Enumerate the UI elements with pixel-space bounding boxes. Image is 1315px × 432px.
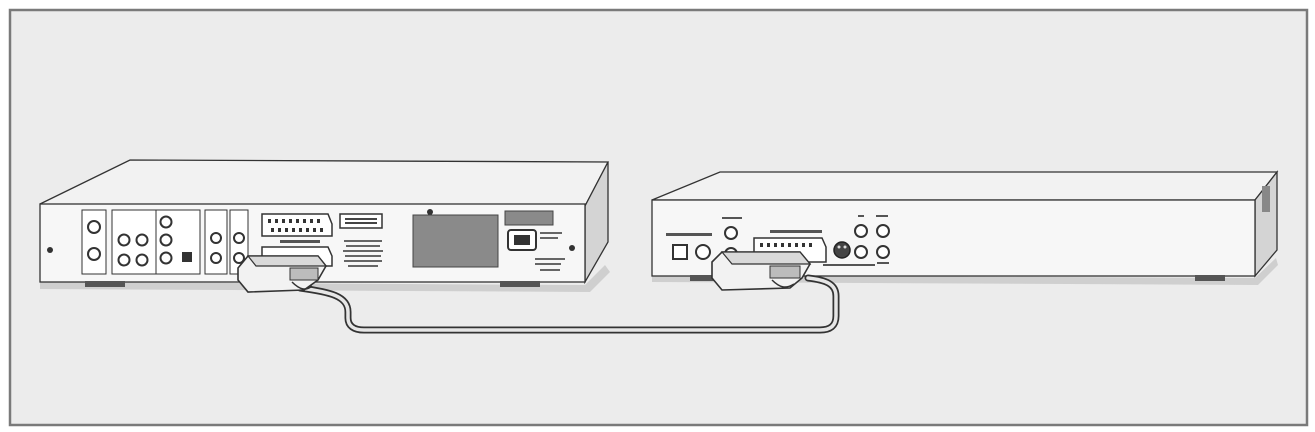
screw-icon	[427, 209, 433, 215]
antenna-module	[81, 209, 107, 275]
label-text-lines	[535, 232, 565, 271]
scart-cable	[237, 251, 840, 334]
label-text-lines	[823, 264, 875, 266]
label-box	[339, 213, 383, 229]
left-device-top	[39, 159, 610, 207]
label-text-lines	[666, 233, 712, 236]
digital-audio-out-jack	[182, 252, 192, 262]
label-text-lines	[343, 240, 383, 267]
label-bar	[770, 230, 822, 233]
s-video-jack	[833, 241, 851, 259]
power-socket-inner	[514, 235, 530, 245]
left-device-foot	[500, 281, 540, 287]
rating-label	[504, 210, 554, 226]
optical-out-jack	[672, 244, 688, 260]
rca-jack-group	[854, 224, 890, 259]
right-device-foot	[1195, 275, 1225, 281]
label-bar	[280, 240, 320, 243]
screw-icon	[569, 245, 575, 251]
label-bar	[345, 218, 377, 220]
label-text-lines	[722, 217, 742, 219]
s-video-pin	[837, 245, 841, 249]
vent-panel	[412, 214, 499, 268]
side-vent	[1262, 186, 1270, 212]
left-device	[39, 159, 610, 292]
left-device-foot	[85, 281, 125, 287]
scart-pins	[760, 243, 812, 247]
scart-socket-upper	[261, 213, 333, 237]
right-device-foot	[690, 275, 728, 281]
cable-fill	[298, 276, 838, 332]
right-device-top	[651, 171, 1279, 201]
rca-jack-group	[117, 215, 173, 267]
antenna-in-jack	[87, 220, 101, 234]
label-bar	[345, 222, 377, 224]
scart-plug-left	[237, 255, 328, 293]
scart-plug-right	[711, 251, 812, 291]
coax-out-jack	[695, 244, 711, 260]
antenna-out-jack	[87, 247, 101, 261]
label-text-lines	[858, 215, 889, 264]
left-device-shadow	[40, 265, 610, 292]
rca-jack-group	[210, 232, 245, 264]
s-video-pin	[843, 245, 847, 249]
screw-icon	[47, 247, 53, 253]
